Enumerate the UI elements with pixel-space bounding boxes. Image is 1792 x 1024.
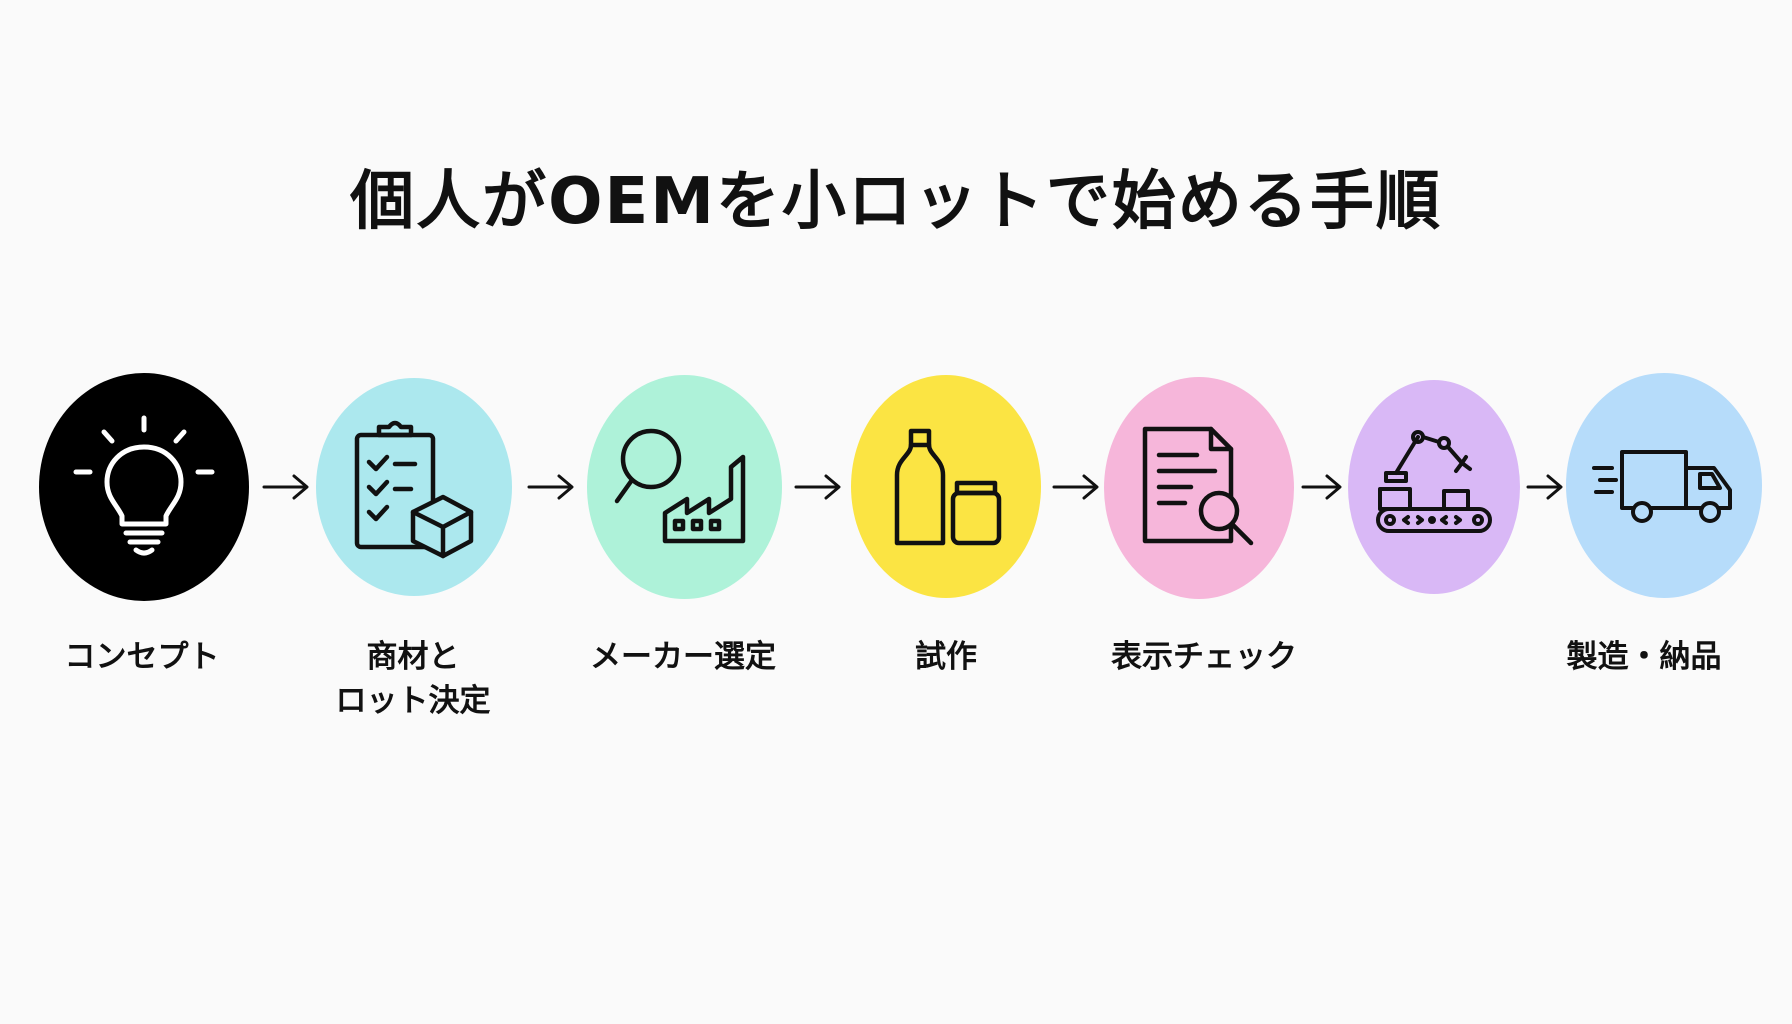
step-circle-product-lot <box>316 378 512 596</box>
step-circle-delivery <box>1566 373 1762 598</box>
search-factory-icon <box>614 428 745 544</box>
step-label-prototype: 試作 <box>915 639 977 675</box>
arrow-right-icon <box>527 474 574 500</box>
step-label-label-check: 表示チェック <box>1111 639 1297 675</box>
step-circle-manufacturing-robot <box>1348 380 1520 594</box>
step-circle-concept <box>39 373 249 601</box>
step-label-product-lot: 商材と ロット決定 <box>335 639 491 719</box>
step-circle-prototype <box>851 375 1041 598</box>
arrow-right-icon <box>794 474 841 500</box>
lightbulb-icon <box>73 415 215 556</box>
clipboard-checklist-box-icon <box>354 420 474 559</box>
arrow-right-icon <box>1052 474 1099 500</box>
arrow-right-icon <box>1301 474 1342 500</box>
step-label-delivery: 製造・納品 <box>1566 639 1722 675</box>
step-label-maker-selection: メーカー選定 <box>590 639 776 675</box>
document-search-icon <box>1142 426 1254 546</box>
page-title: 個人がOEMを小ロットで始める手順 <box>350 165 1442 239</box>
robot-arm-conveyor-icon <box>1376 430 1492 533</box>
arrow-right-icon <box>262 474 309 500</box>
bottle-jar-icon <box>894 428 1002 545</box>
step-circle-maker-selection <box>587 375 782 599</box>
delivery-truck-icon <box>1592 449 1732 523</box>
step-label-concept: コンセプト <box>64 639 220 675</box>
arrow-right-icon <box>1526 474 1563 500</box>
step-circle-label-check <box>1104 377 1294 599</box>
